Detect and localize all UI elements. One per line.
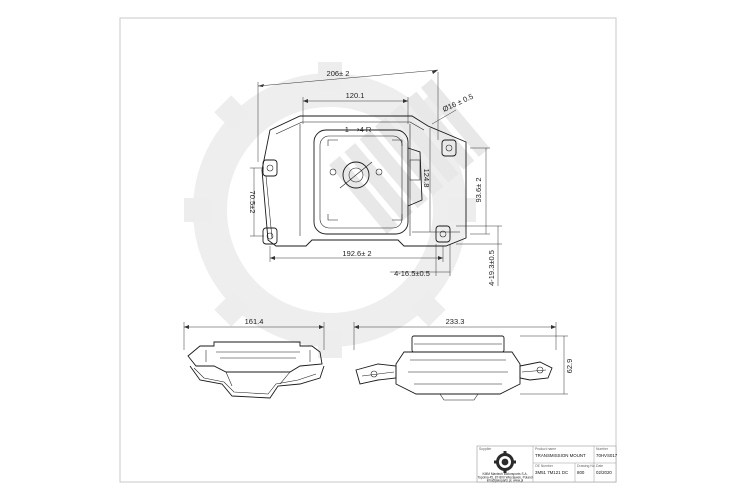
product-name: TRANSMISSION MOUNT [535,453,586,458]
part-number: 70HVS017 [596,453,618,458]
drawing-date: 02/2020 [596,470,612,475]
side-view-left: 161.4 [183,317,325,399]
dim-slot-width: 4-19.3±0.5 [487,250,496,286]
company-web: info@jakoparts.pl, www.pl [487,479,524,483]
dim-overall-width: 206± 2 [327,69,350,78]
dim-right-view-width: 233.3 [446,317,465,326]
dim-slot: 4-16.5±0.5 [394,269,430,278]
company-name: KMM Maxtech Motorsports S.A. [483,472,528,476]
drawing-no-label: Drawing No. [577,464,596,468]
date-label: Date [596,464,603,468]
watermark-logo [184,62,490,358]
dim-left-view-width: 161.4 [245,317,264,326]
dim-right-side: 93.6± 2 [474,178,483,203]
drawing-no: 800 [577,470,585,475]
dim-right-view-height: 62.9 [565,359,574,374]
dim-height-right: 124.8 [422,169,431,188]
oe-number-label: OE Number [535,464,554,468]
company-address: Topolna 45, 87-800 Wloclawek, Poland [477,476,532,480]
dim-left-side: 70.5±2 [248,191,257,214]
title-block: Supplier KMM Maxtech Motorsports S.A. To… [476,445,618,483]
product-name-label: Product name [535,447,556,451]
dim-top-width: 120.1 [346,91,365,100]
side-view-right: 233.3 62.9 [353,317,574,401]
top-mark-text: 1⟶4 R [345,125,372,134]
sheet-border [119,17,617,483]
dim-bottom-width: 192.6± 2 [342,249,371,258]
top-view: 206± 2 120.1 Ø16 ± 0.5 1⟶4 R [248,69,502,286]
number-label: Number [596,447,609,451]
supplier-label: Supplier [479,447,492,451]
company-logo-icon [494,451,516,473]
oe-number: 3M51 7M121 DC [535,470,568,475]
